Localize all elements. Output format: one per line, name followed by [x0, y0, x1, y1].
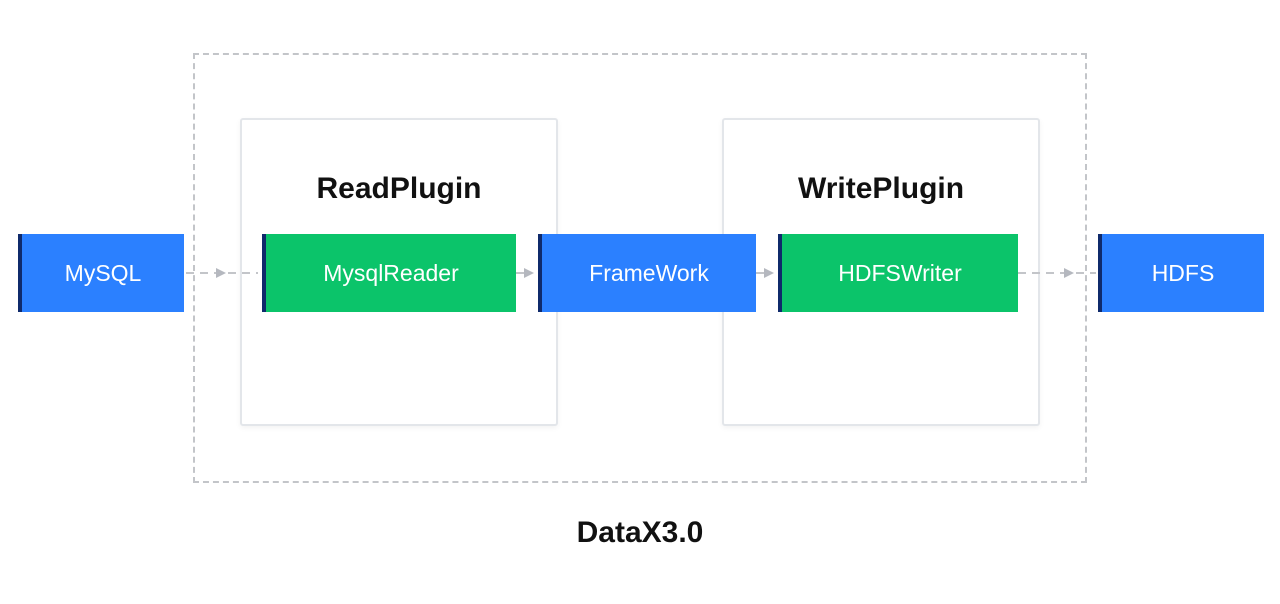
diagram-title: DataX3.0	[576, 516, 704, 549]
read-plugin-title: ReadPlugin	[316, 172, 482, 205]
hdfs-target-node: HDFS	[1098, 234, 1264, 312]
write-plugin-title: WritePlugin	[797, 172, 965, 205]
datax-boundary	[193, 53, 1087, 483]
mysql-reader-node: MysqlReader	[262, 234, 516, 312]
mysql-source-node: MySQL	[18, 234, 184, 312]
hdfs-writer-node: HDFSWriter	[778, 234, 1018, 312]
framework-node: FrameWork	[538, 234, 756, 312]
